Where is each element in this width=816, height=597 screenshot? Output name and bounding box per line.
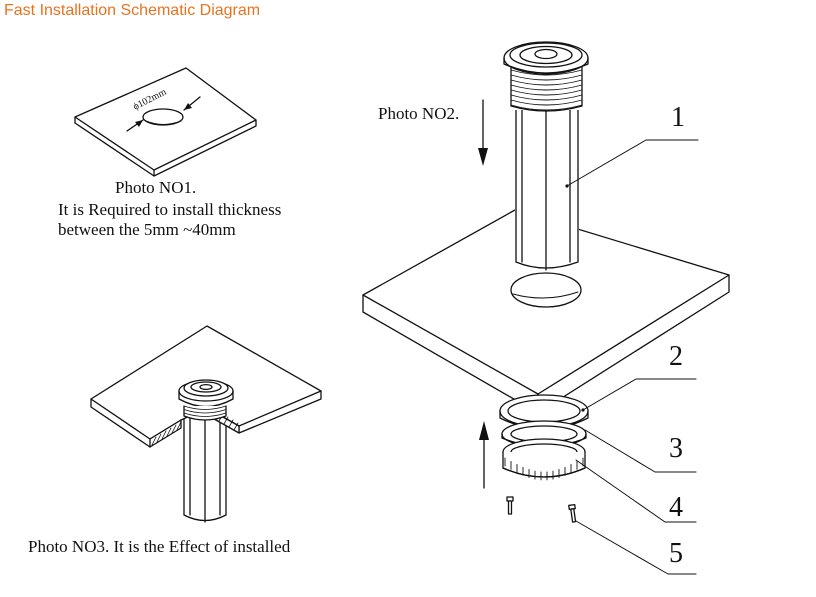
part-number-3: 3 (669, 433, 683, 464)
photo1-note-line2: between the 5mm ~40mm (58, 220, 236, 239)
part-leader-lines (566, 139, 699, 575)
insert-down-arrow (478, 99, 488, 166)
part-number-2: 2 (669, 341, 683, 372)
part-number-4: 4 (669, 492, 683, 523)
tighten-up-arrow (479, 421, 489, 489)
tabletop-hole (510, 272, 582, 308)
photo1-plate-drawing: ϕ102mm (74, 67, 257, 177)
threaded-nut-part4 (502, 438, 586, 481)
photo3-caption: Photo NO3. It is the Effect of installed (28, 537, 291, 556)
part-number-1: 1 (671, 102, 685, 133)
photo3-installed-drawing (90, 325, 322, 523)
screws-part5 (506, 496, 577, 523)
photo1-note-line1: It is Required to install thickness (58, 200, 282, 219)
photo2-caption: Photo NO2. (378, 104, 460, 123)
page-title: Fast Installation Schematic Diagram (4, 2, 261, 19)
part-number-5: 5 (669, 538, 683, 569)
socket-tower-part1 (503, 41, 589, 271)
photo1-caption: Photo NO1. (115, 178, 197, 197)
